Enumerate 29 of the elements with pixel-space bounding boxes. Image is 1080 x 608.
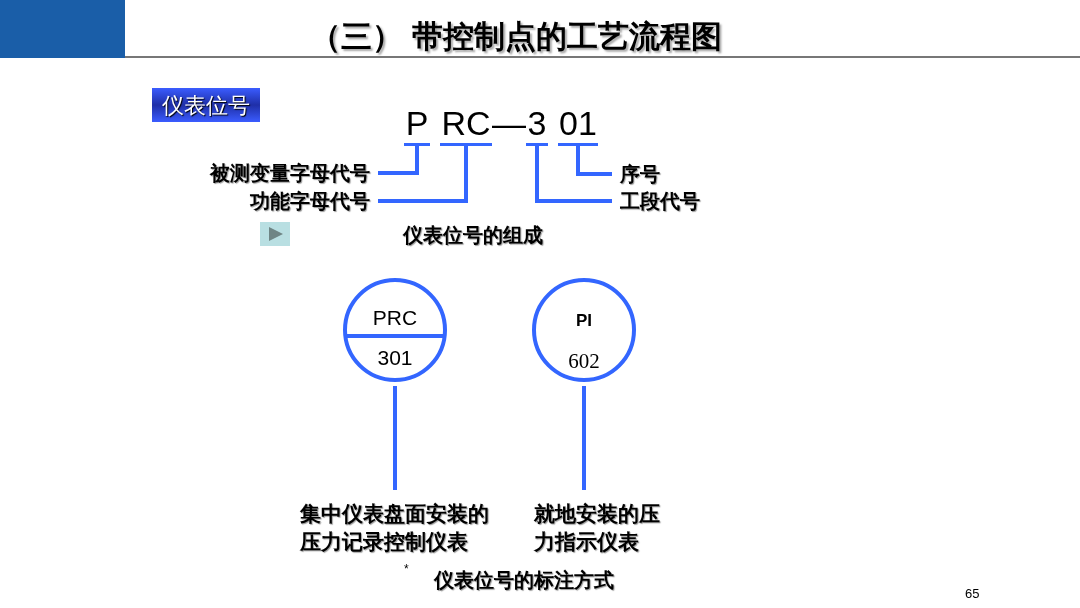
instrument-description: 就地安装的压力指示仪表 xyxy=(534,500,674,558)
instrument-number: 301 xyxy=(376,345,414,371)
instrument-code: PRC xyxy=(371,305,419,331)
leader-line xyxy=(378,146,468,203)
page-number: 65 xyxy=(965,585,980,603)
leader-line xyxy=(378,146,419,175)
part-label: 功能字母代号 xyxy=(216,188,370,214)
part-label: 被测变量字母代号 xyxy=(176,160,370,186)
code-digit: 3 xyxy=(526,104,548,146)
figure-caption: 仪表位号的标注方式 xyxy=(434,568,614,593)
part-label: 工段代号 xyxy=(620,188,720,214)
instrument-circle xyxy=(343,278,447,382)
code-digits: 01 xyxy=(558,104,598,146)
instrument-circle xyxy=(532,278,636,382)
code-dash: — xyxy=(492,104,526,144)
instrument-description: 集中仪表盘面安装的压力记录控制仪表 xyxy=(300,500,506,558)
figure-caption: 仪表位号的组成 xyxy=(403,223,543,248)
instrument-number: 602 xyxy=(567,348,601,375)
instrument-code: PI xyxy=(574,310,594,332)
footnote-mark: * xyxy=(404,561,409,578)
part-label: 序号 xyxy=(620,161,680,187)
code-letter: P xyxy=(404,104,430,146)
leader-line xyxy=(576,146,612,176)
slide-title: （三） 带控制点的工艺流程图 xyxy=(310,18,722,56)
leader-line xyxy=(535,146,612,203)
heading-badge: 仪表位号 xyxy=(152,88,260,122)
leader-line xyxy=(582,386,586,490)
leader-line xyxy=(393,386,397,490)
code-letters: RC xyxy=(440,104,492,146)
